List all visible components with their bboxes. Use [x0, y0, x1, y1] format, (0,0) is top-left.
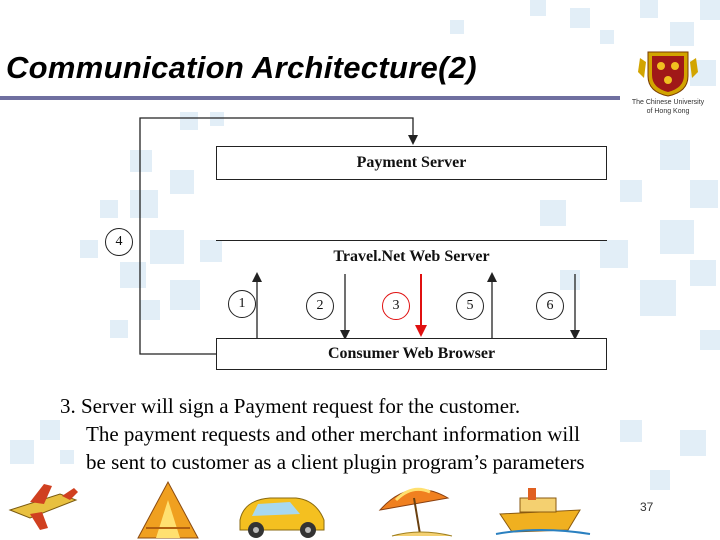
- web-server-box: Travel.Net Web Server: [216, 240, 607, 273]
- university-logo: The Chinese University of Hong Kong: [618, 48, 718, 122]
- step-6-marker: 6: [536, 292, 564, 320]
- description-line-3: be sent to customer as a client plugin p…: [86, 450, 585, 474]
- airplane-icon: [8, 484, 78, 530]
- web-server-label: Travel.Net Web Server: [333, 248, 490, 265]
- step-2-marker: 2: [306, 292, 334, 320]
- step-description: 3. Server will sign a Payment request fo…: [60, 392, 700, 476]
- description-line-1: 3. Server will sign a Payment request fo…: [60, 394, 521, 418]
- page-number: 37: [640, 500, 654, 514]
- step-3-marker: 3: [382, 292, 410, 320]
- step-4-marker: 4: [105, 228, 133, 256]
- university-name: The Chinese University of Hong Kong: [618, 98, 718, 116]
- university-name-line2: of Hong Kong: [646, 108, 690, 115]
- title-underline: [0, 96, 620, 100]
- browser-box: Consumer Web Browser: [216, 338, 607, 370]
- beach-umbrella-icon: [378, 487, 453, 537]
- tent-icon: [137, 480, 199, 539]
- crest-icon: [638, 51, 698, 97]
- ship-icon: [495, 488, 591, 535]
- browser-label: Consumer Web Browser: [327, 345, 496, 362]
- payment-server-label: Payment Server: [356, 154, 467, 171]
- connector-browser-to-payment-server: [139, 117, 418, 355]
- description-line-2: The payment requests and other merchant …: [86, 422, 580, 446]
- car-icon: [239, 497, 325, 538]
- payment-server-box: Payment Server: [216, 146, 607, 180]
- step-5-marker: 5: [456, 292, 484, 320]
- university-name-line1: The Chinese University: [631, 99, 705, 106]
- footer-icons: [8, 480, 591, 539]
- slide-title: Communication Architecture(2): [6, 50, 477, 85]
- step-1-marker: 1: [228, 290, 256, 318]
